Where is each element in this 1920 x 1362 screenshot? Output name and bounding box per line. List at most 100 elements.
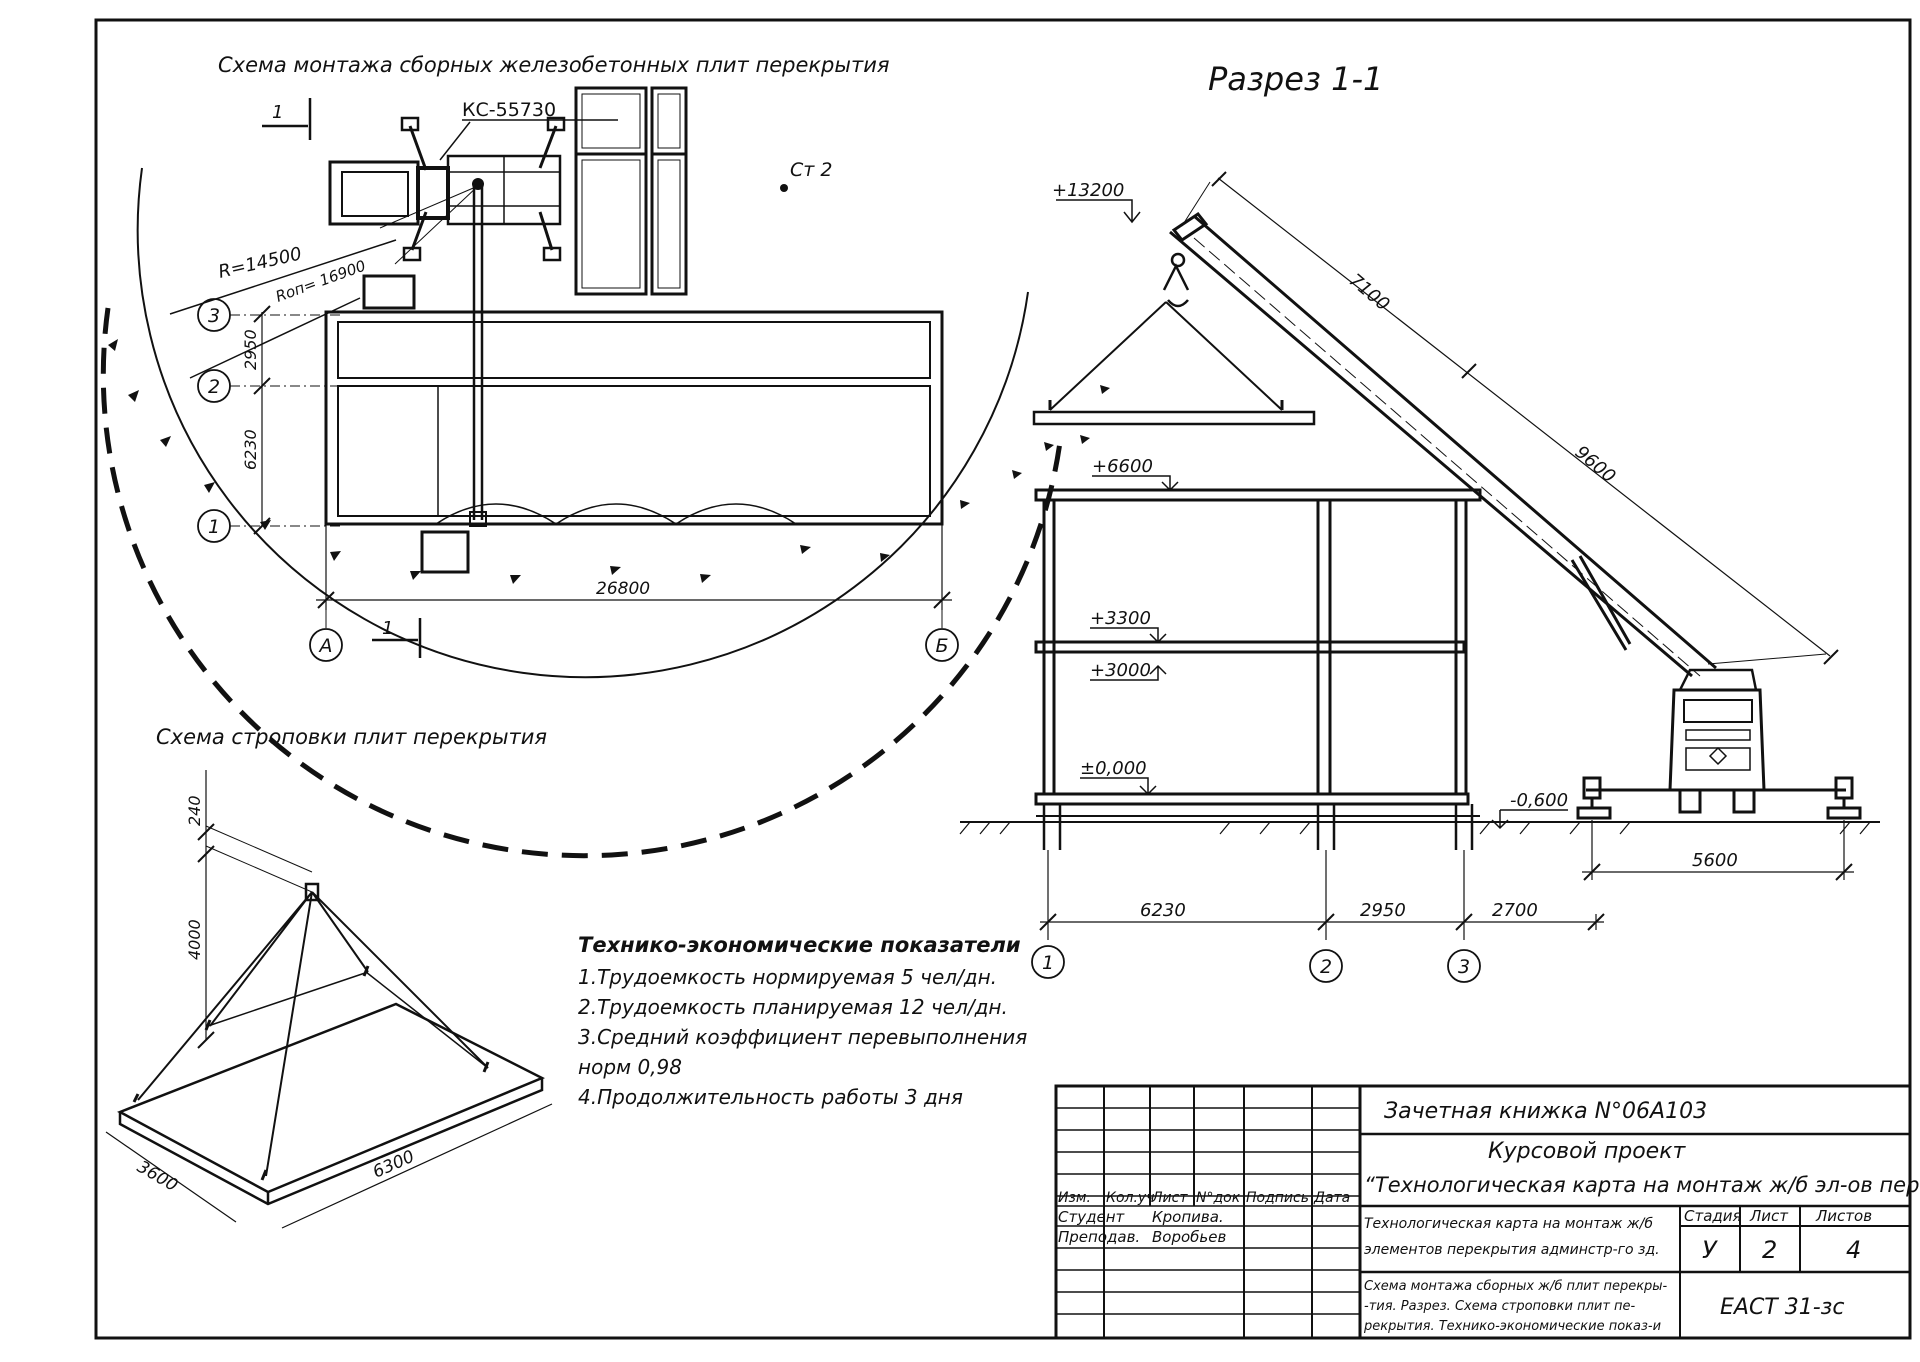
elev-mark-0: ±0,000 bbox=[1080, 758, 1157, 796]
svg-text:2: 2 bbox=[1320, 956, 1332, 978]
crane-model: КС-55730 bbox=[462, 99, 556, 121]
hdr-podpis: Подпись bbox=[1246, 1190, 1309, 1206]
sheet-label: Лист bbox=[1749, 1207, 1789, 1225]
svg-text:3: 3 bbox=[208, 305, 220, 327]
boom-dim-line bbox=[1217, 177, 1831, 657]
stair-cell bbox=[337, 385, 439, 517]
svg-text:+3000: +3000 bbox=[1090, 660, 1151, 681]
slab-dims bbox=[105, 1103, 553, 1229]
corridor-strip bbox=[337, 321, 931, 379]
dim-5600-line bbox=[1582, 820, 1854, 880]
indicator-line-4: норм 0,98 bbox=[578, 1055, 682, 1079]
slab-stacks bbox=[574, 86, 688, 296]
title-block: Зачетная книжка N°06А103 Курсовой проект… bbox=[1054, 1084, 1920, 1340]
axis-bubble-a: А bbox=[309, 600, 343, 662]
dim-5600: 5600 bbox=[1692, 850, 1738, 871]
section-cut-bottom-label: 1 bbox=[382, 618, 393, 639]
section-dim-2950: 2950 bbox=[1360, 900, 1406, 921]
indicator-line-1: 1.Трудоемкость нормируемая 5 чел/дн. bbox=[578, 965, 997, 989]
section-title: Разрез 1-1 bbox=[1208, 60, 1383, 98]
overall-dim-line bbox=[316, 524, 952, 610]
stage-value: У bbox=[1702, 1236, 1718, 1264]
sheets-value: 4 bbox=[1846, 1236, 1861, 1264]
elev-mark-3300: +3300 bbox=[1090, 608, 1167, 644]
group-code: ЕАСТ 31-зс bbox=[1720, 1295, 1844, 1320]
section-cut-bottom bbox=[372, 618, 422, 658]
desc2-line1: Схема монтажа сборных ж/б плит перекры- bbox=[1364, 1279, 1668, 1294]
mobile-crane bbox=[1576, 668, 1862, 820]
teacher-label: Преподав. bbox=[1058, 1228, 1140, 1246]
project-line2: “Технологическая карта на монтаж ж/б эл-… bbox=[1364, 1173, 1920, 1197]
dim-2950-plan: 2950 bbox=[241, 329, 260, 370]
building-outline bbox=[324, 310, 944, 526]
slab-iso-edge bbox=[118, 1078, 544, 1206]
indicator-line-2: 2.Трудоемкость планируемая 12 чел/дн. bbox=[578, 995, 1008, 1019]
slinging-title: Схема строповки плит перекрытия bbox=[156, 725, 547, 749]
slab-reach-curve bbox=[435, 503, 797, 525]
dim-26800: 26800 bbox=[596, 579, 650, 599]
sling-hooks bbox=[132, 965, 490, 1181]
svg-text:-0,600: -0,600 bbox=[1510, 790, 1568, 811]
container-bottom bbox=[420, 530, 470, 574]
indicators-title: Технико-экономические показатели bbox=[578, 933, 1021, 957]
svg-text:+13200: +13200 bbox=[1052, 180, 1124, 201]
dim-3600: 3600 bbox=[134, 1157, 181, 1196]
section-cut-top bbox=[262, 98, 312, 140]
record-book: Зачетная книжка N°06А103 bbox=[1384, 1099, 1707, 1124]
building-frame bbox=[1034, 488, 1482, 850]
boom-dim-9600: 9600 bbox=[1571, 442, 1620, 488]
hdr-list: Лист bbox=[1151, 1190, 1188, 1206]
axis-bubble-1: 1 bbox=[197, 509, 231, 543]
crane-boom bbox=[1162, 171, 1839, 678]
svg-text:2: 2 bbox=[208, 376, 220, 398]
elev-mark-top: +13200 bbox=[1052, 180, 1141, 224]
suspended-slab bbox=[1032, 301, 1316, 426]
svg-text:А: А bbox=[318, 635, 333, 657]
section-dim-2700: 2700 bbox=[1492, 900, 1538, 921]
section-1-1: Разрез 1-1 bbox=[959, 60, 1880, 983]
section-cut-top-label: 1 bbox=[272, 102, 283, 123]
plan-scheme: Схема монтажа сборных железобетонных пли… bbox=[100, 53, 1110, 859]
stand-label: Ст 2 bbox=[790, 159, 832, 181]
project-line1: Курсовой проект bbox=[1488, 1139, 1687, 1164]
desc1-line2: элементов перекрытия админстр-го зд. bbox=[1364, 1242, 1660, 1258]
stand-marker bbox=[780, 184, 788, 192]
desc2-line2: -тия. Разрез. Схема строповки плит пе- bbox=[1364, 1299, 1636, 1314]
sheet-frame bbox=[94, 18, 1912, 1340]
danger-radius-leader bbox=[189, 297, 361, 379]
elev-mark-minus: -0,600 bbox=[1491, 790, 1568, 830]
stage-label: Стадия bbox=[1684, 1207, 1742, 1225]
container-top bbox=[362, 274, 416, 310]
slinging-scheme: Схема строповки плит перекрытия 240 4000… bbox=[105, 725, 553, 1229]
student-label: Студент bbox=[1058, 1208, 1125, 1226]
section-axis-1: 1 bbox=[1031, 945, 1065, 979]
svg-text:+6600: +6600 bbox=[1092, 456, 1153, 477]
axis-bubble-2: 2 bbox=[197, 369, 231, 403]
crane-boom-plan bbox=[472, 184, 484, 520]
hook-ring bbox=[304, 882, 320, 902]
slab-bay bbox=[337, 385, 931, 517]
svg-text:1: 1 bbox=[208, 516, 220, 538]
indicators-block: Технико-экономические показатели 1.Трудо… bbox=[578, 933, 1027, 1109]
hdr-data: Дата bbox=[1313, 1190, 1350, 1206]
section-axis-3: 3 bbox=[1447, 949, 1481, 983]
svg-text:Б: Б bbox=[935, 635, 948, 657]
axis-lines-plan bbox=[230, 314, 340, 527]
crane-radius-arc bbox=[136, 167, 1029, 679]
axis-bubble-b: Б bbox=[925, 600, 959, 662]
desc2-line3: рекрытия. Технико-экономические показ-и bbox=[1363, 1319, 1661, 1334]
elev-mark-6600: +6600 bbox=[1092, 456, 1179, 492]
elev-mark-3000: +3000 bbox=[1090, 660, 1167, 681]
hdr-kol: Кол.уч bbox=[1106, 1190, 1154, 1206]
desc1-line1: Технологическая карта на монтаж ж/б bbox=[1364, 1216, 1653, 1232]
dim-4000: 4000 bbox=[185, 919, 204, 960]
danger-zone-arc bbox=[100, 307, 1063, 859]
indicator-line-3: 3.Средний коэффициент перевыполнения bbox=[578, 1025, 1027, 1049]
radius-label: R=14500 bbox=[216, 243, 303, 283]
scheme-title: Схема монтажа сборных железобетонных пли… bbox=[218, 53, 889, 77]
slab-iso-top bbox=[117, 1002, 545, 1194]
indicator-line-5: 4.Продолжительность работы 3 дня bbox=[578, 1085, 963, 1109]
svg-text:+3300: +3300 bbox=[1090, 608, 1151, 629]
sheets-label: Листов bbox=[1815, 1207, 1872, 1225]
